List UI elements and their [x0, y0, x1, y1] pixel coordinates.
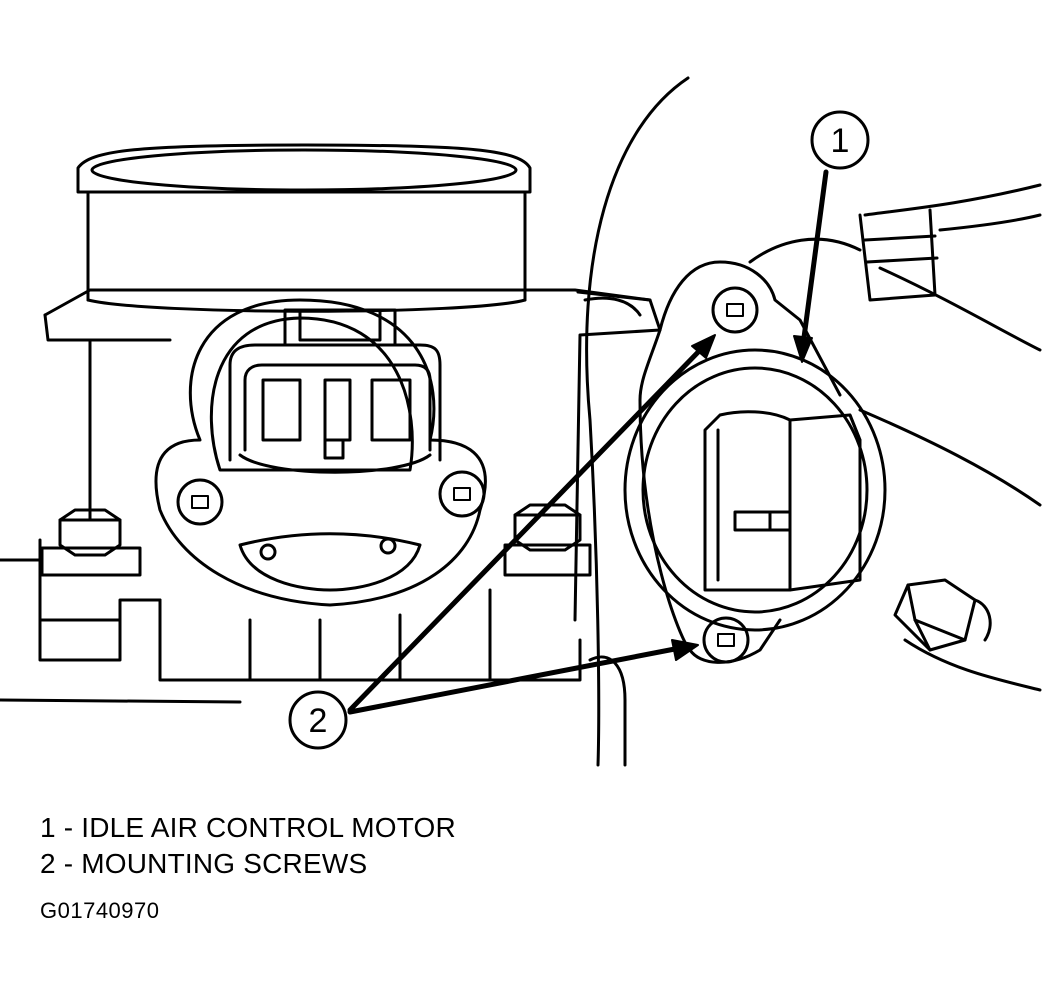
hose — [858, 208, 939, 302]
legend-item-2: 2 - MOUNTING SCREWS — [40, 848, 368, 879]
throttle-position-sensor — [154, 298, 487, 607]
engine-background-lines — [0, 76, 1042, 767]
idle-air-control-motor — [623, 237, 887, 664]
callout-1-number: 1 — [831, 122, 850, 160]
legend: 1 - IDLE AIR CONTROL MOTOR 2 - MOUNTING … — [40, 810, 456, 882]
hex-bolt-middle — [503, 503, 592, 577]
callout-2: 2 — [288, 334, 716, 750]
throttle-body-housing — [38, 288, 662, 767]
callout-2-number: 2 — [309, 702, 328, 740]
hex-bolt-right — [893, 578, 992, 652]
throttle-body-illustration: 1 2 — [0, 76, 1042, 767]
figure-id: G01740970 — [40, 898, 160, 923]
hex-bolt-left — [40, 508, 142, 577]
throttle-body-intake — [76, 143, 532, 313]
callout-1: 1 — [793, 110, 870, 363]
legend-item-1: 1 - IDLE AIR CONTROL MOTOR — [40, 812, 456, 843]
